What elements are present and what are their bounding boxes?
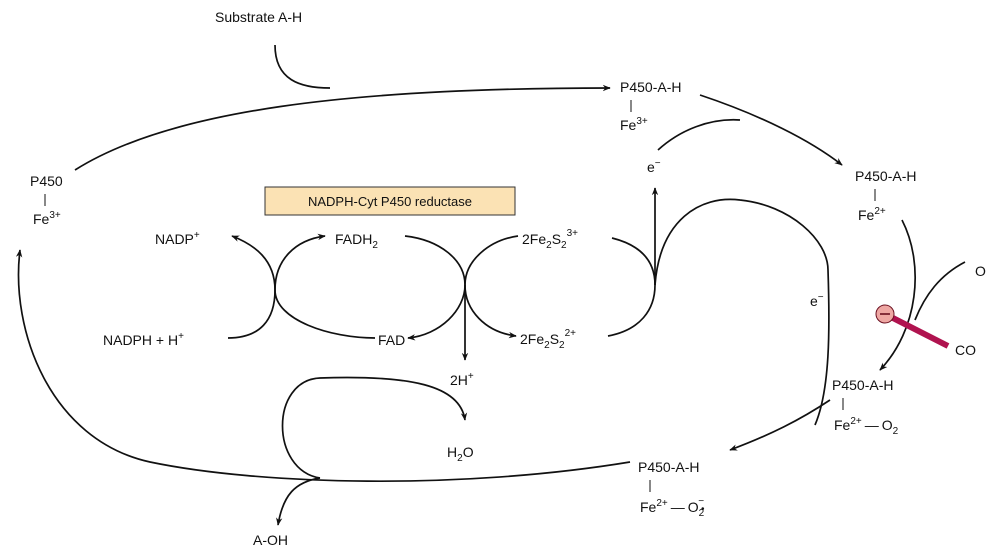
fadh2-to-fad-curve [404, 235, 466, 341]
oxygen-label: O [975, 263, 986, 279]
fes-oxidized-label: 2Fe2S23+ [522, 228, 578, 251]
p450-oxy-label: P450-A-H [832, 377, 893, 393]
co-inhibition-bar [883, 311, 950, 349]
cycle-arc-top [74, 84, 611, 171]
nadp-label: NADP+ [155, 230, 200, 247]
first-electron-label: e− [647, 158, 661, 175]
fes-to-electron-junction [611, 237, 656, 286]
reductase-box [264, 186, 516, 216]
fad-to-fadh2-curve [274, 233, 376, 339]
fadh2-label: FADH2 [335, 231, 378, 251]
p450-substrate-fe2-label: P450-A-H [855, 168, 916, 184]
fes-reduction-curve [464, 235, 519, 339]
second-electron-loop [654, 198, 829, 286]
reductase-label: NADPH-Cyt P450 reductase [308, 194, 472, 209]
p450-substrate-fe3-label: P450-A-H [620, 79, 681, 95]
co-label: CO [955, 342, 976, 358]
fes-reduced-label: 2Fe2S22+ [520, 328, 576, 351]
second-electron-curve [814, 269, 830, 426]
cycle-arrow-to-fe2 [699, 94, 843, 166]
product-release-curve [276, 477, 321, 526]
nadph-to-nadp-curve [227, 235, 276, 339]
substrate-label: Substrate A-H [215, 9, 302, 25]
p450-oxy-iron: Fe2+—O2 [834, 416, 899, 437]
p450-free-iron: Fe3+ [33, 210, 61, 227]
fes-reduced-junction [607, 284, 656, 337]
first-electron-curve [657, 118, 741, 151]
water-label: H2O [447, 444, 474, 464]
fad-label: FAD [378, 332, 405, 348]
o2-binding-curve [914, 261, 966, 321]
p450-superoxide-label: P450-A-H [638, 459, 699, 475]
substrate-binding-curve [274, 44, 331, 89]
product-label: A-OH [253, 532, 288, 548]
p450-free-label: P450 [30, 173, 63, 189]
p450-substrate-fe2-iron: Fe2+ [858, 206, 886, 223]
water-release-loop [281, 376, 468, 479]
cycle-arc-bottom [15, 249, 631, 483]
second-electron-label: e− [810, 292, 824, 309]
nadph-label: NADPH + H+ [103, 331, 184, 348]
p450-substrate-fe3-iron: Fe3+ [620, 116, 648, 133]
cycle-arrow-to-o2-complex [879, 219, 916, 371]
p450-superoxide-iron: Fe2+—O2−• [640, 496, 705, 519]
protons-label: 2H+ [450, 371, 474, 388]
